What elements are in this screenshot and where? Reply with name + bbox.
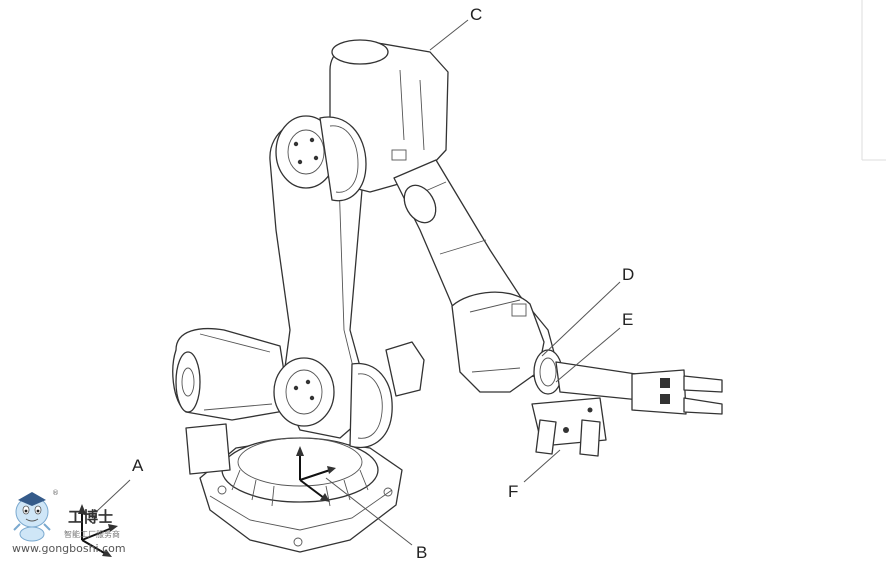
forearm (393, 159, 557, 393)
watermark: ® 工博士 智能工厂服务商 www.gongboshi.com (12, 489, 126, 555)
watermark-brand: 工博士 (68, 508, 113, 526)
upper-arm-housing (319, 39, 449, 202)
leader-d (541, 281, 621, 357)
watermark-url: www.gongboshi.com (12, 542, 126, 555)
world-frame-axes (78, 504, 118, 557)
callout-f: F (508, 482, 518, 501)
leader-a (95, 479, 131, 513)
leader-f (523, 449, 561, 483)
leader-c (429, 19, 469, 51)
leader-b (325, 477, 413, 546)
callout-a: A (132, 456, 144, 475)
callout-b: B (416, 543, 427, 562)
gripper-lower (531, 397, 607, 457)
callout-e: E (622, 310, 633, 329)
mascot-logo (13, 492, 51, 542)
leader-e (555, 327, 621, 383)
callout-d: D (622, 265, 634, 284)
watermark-tagline: 智能工厂服务商 (64, 529, 120, 539)
gripper-right (631, 369, 723, 415)
base-frame-axes (296, 446, 336, 502)
wrist-flange (533, 349, 641, 401)
callout-c: C (470, 5, 482, 24)
watermark-reg: ® (52, 489, 59, 497)
rear-motor (172, 327, 291, 421)
